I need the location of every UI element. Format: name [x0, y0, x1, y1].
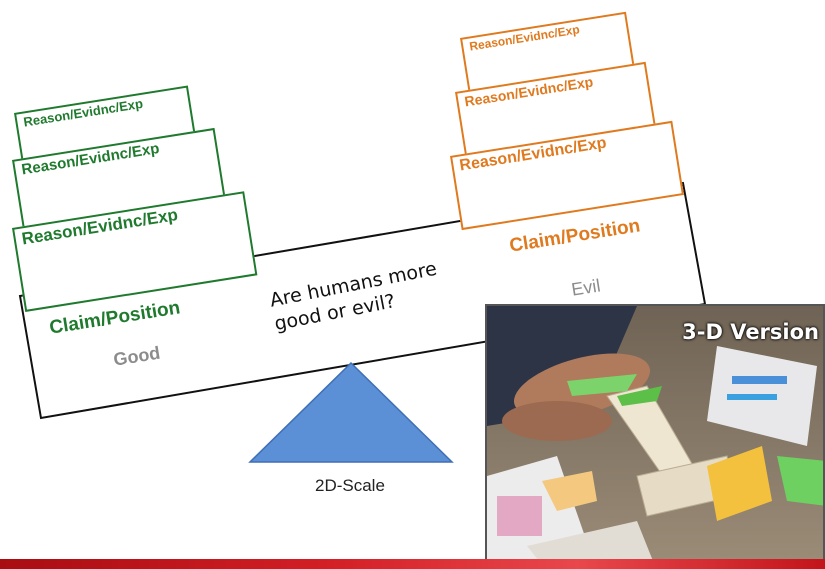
- footer-accent-bar: [0, 559, 825, 569]
- fulcrum-triangle: [248, 361, 454, 463]
- fulcrum-label: 2D-Scale: [315, 476, 385, 495]
- photo-caption: 3-D Version: [682, 320, 819, 344]
- photo-3d-version: 3-D Version: [485, 304, 825, 569]
- photo-scene: [487, 306, 823, 567]
- right-value-label: Evil: [570, 275, 602, 300]
